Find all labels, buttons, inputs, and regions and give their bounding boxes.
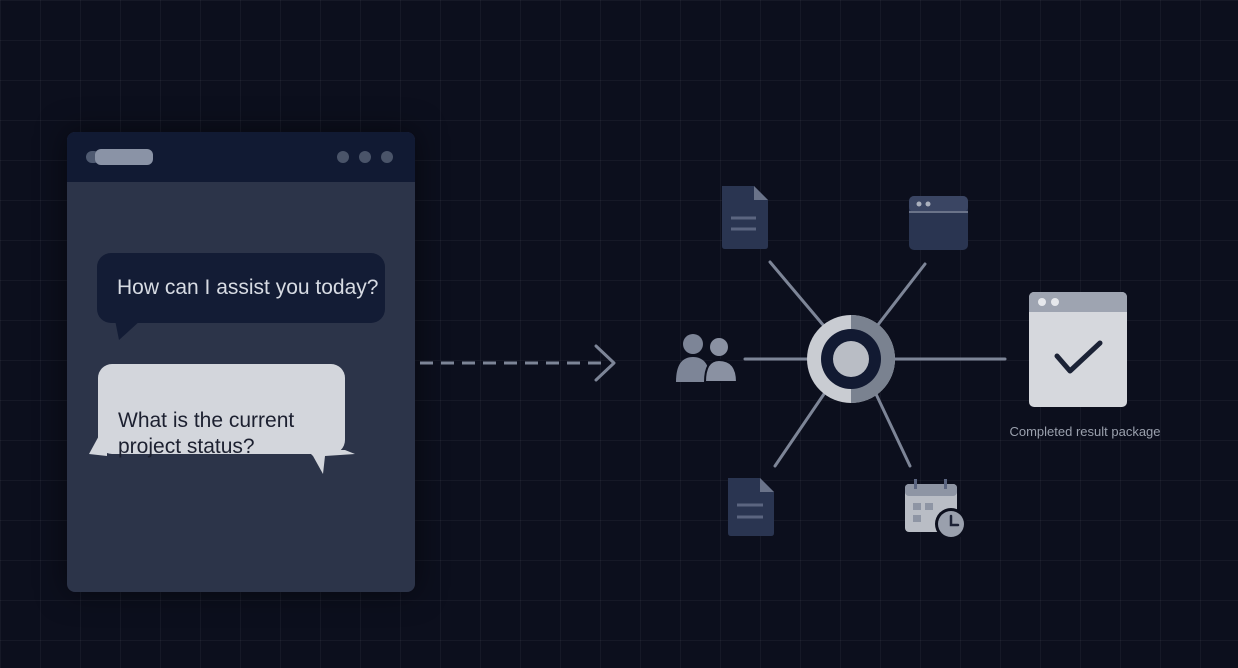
user-message-text: What is the current project status? — [118, 409, 295, 458]
people-icon — [676, 334, 739, 383]
checkmark-window-icon — [1029, 292, 1127, 407]
assistant-bubble-tail — [115, 320, 141, 340]
chat-titlebar — [67, 132, 415, 182]
assistant-message-bubble: How can I assist you today? — [97, 253, 385, 323]
calendar-clock-icon — [905, 479, 967, 540]
window-dot-3[interactable] — [381, 151, 393, 163]
flow-arrow — [420, 344, 616, 382]
chat-window: How can I assist you today? What is the … — [67, 132, 415, 592]
connector-document-top — [768, 260, 826, 328]
result-package-label: Completed result package — [1009, 424, 1161, 439]
browser-window-icon — [909, 196, 968, 250]
document-icon-bottom — [728, 478, 774, 536]
connector-calendar — [874, 392, 912, 468]
connector-browser — [875, 262, 927, 328]
hub-connectors — [743, 260, 1007, 468]
assistant-message-text: How can I assist you today? — [117, 276, 379, 299]
connector-document-bottom — [773, 392, 826, 468]
window-dot-2[interactable] — [359, 151, 371, 163]
window-dot-1[interactable] — [337, 151, 349, 163]
user-message-bubble: What is the current project status? — [98, 364, 345, 458]
document-icon-top — [722, 186, 768, 249]
user-bubble-tail — [307, 450, 355, 474]
hub-node-icon — [807, 315, 895, 403]
titlebar-title-placeholder — [95, 149, 153, 165]
